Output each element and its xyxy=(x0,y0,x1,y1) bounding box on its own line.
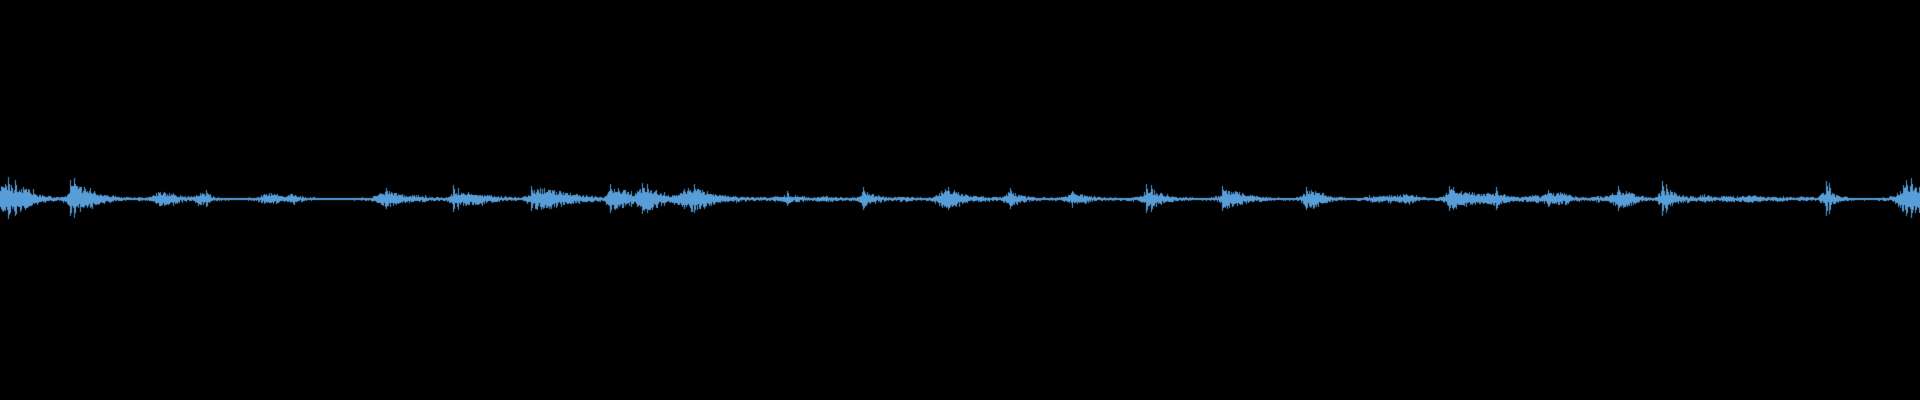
audio-waveform-view xyxy=(0,0,1920,400)
waveform-canvas xyxy=(0,0,1920,400)
